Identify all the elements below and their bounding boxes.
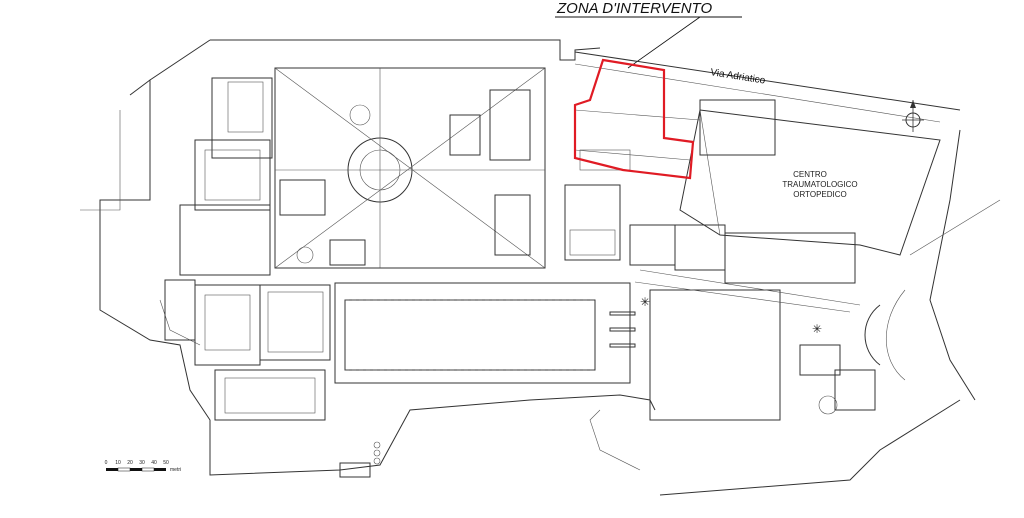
southeast-buildings: ✳ ✳ xyxy=(640,295,876,415)
north-east-buildings xyxy=(574,99,776,171)
building-label-line1: CENTRO xyxy=(793,170,827,179)
bottom-features xyxy=(339,441,381,478)
building-label-line2: TRAUMATOLOGICO xyxy=(782,180,857,189)
svg-text:✳: ✳ xyxy=(812,322,822,336)
scale-unit: metri xyxy=(170,467,181,473)
centro-traumatologico-building: CENTRO TRAUMATOLOGICO ORTOPEDICO xyxy=(679,109,941,284)
scale-tick-5: 50 xyxy=(163,460,169,466)
callout-title: ZONA D'INTERVENTO xyxy=(556,0,712,17)
north-arrow-icon xyxy=(902,100,924,132)
svg-text:✳: ✳ xyxy=(640,295,650,309)
scale-bar: 0 10 20 30 40 50 metri xyxy=(105,460,182,473)
street-label: Via Adriatico xyxy=(710,67,767,87)
scale-tick-4: 40 xyxy=(151,460,157,466)
zona-intervento-callout: ZONA D'INTERVENTO xyxy=(555,0,742,69)
roundabout xyxy=(864,129,1001,401)
site-perimeter xyxy=(80,39,961,496)
scale-tick-0: 0 xyxy=(105,460,108,466)
right-center-buildings xyxy=(564,184,861,421)
via-adriatico-street: Via Adriatico xyxy=(574,51,961,123)
scale-tick-3: 30 xyxy=(139,460,145,466)
long-central-building xyxy=(334,282,636,384)
left-building-complex xyxy=(164,77,331,421)
intervention-zone-outline xyxy=(573,58,695,180)
scale-tick-2: 20 xyxy=(127,460,133,466)
scale-tick-1: 10 xyxy=(115,460,121,466)
building-label-line3: ORTOPEDICO xyxy=(793,190,847,199)
central-radial-complex xyxy=(274,67,546,269)
